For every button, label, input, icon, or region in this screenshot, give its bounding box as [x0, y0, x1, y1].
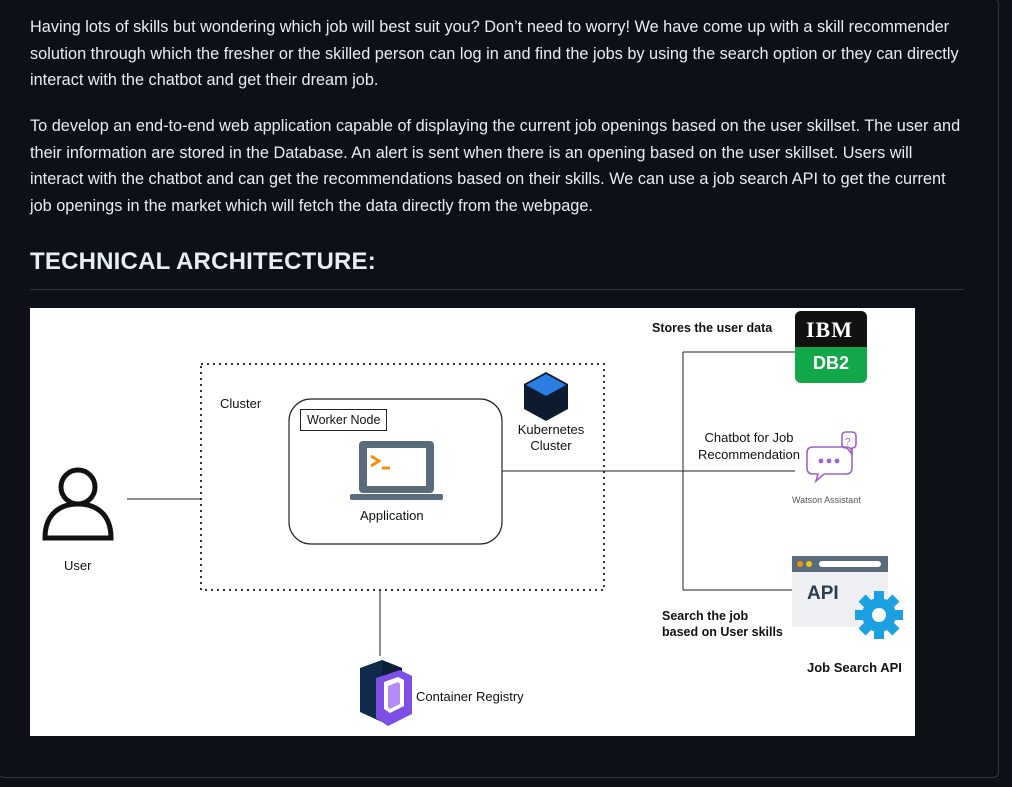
svg-text:?: ? [845, 437, 851, 448]
search-label-line-1: Search the job [662, 609, 749, 623]
architecture-diagram[interactable]: ? [30, 308, 915, 736]
chatbot-label: Chatbot for Job Recommendation [684, 429, 814, 463]
kubernetes-label-line-1: Kubernetes [517, 422, 585, 437]
stores-user-data-label: Stores the user data [652, 321, 773, 335]
job-search-api-label: Job Search API [807, 660, 902, 675]
user-label: User [64, 558, 92, 573]
db2-text: DB2 [813, 353, 850, 373]
kubernetes-cube-icon [524, 372, 568, 421]
container-registry-label: Container Registry [416, 689, 524, 704]
cluster-label: Cluster [220, 396, 262, 411]
intro-paragraph: Having lots of skills but wondering whic… [30, 18, 959, 89]
laptop-terminal-icon [350, 441, 443, 500]
worker-node-label: Worker Node [300, 409, 388, 431]
ibm-db2-logo [795, 311, 867, 383]
watson-assistant-label: Watson Assistant [792, 495, 861, 505]
user-outline-icon [42, 467, 114, 541]
kubernetes-label-line-2: Cluster [530, 438, 572, 453]
chat-bubbles-icon: ? [806, 431, 857, 484]
section-heading: TECHNICAL ARCHITECTURE: [30, 248, 376, 275]
container-registry-icon [360, 660, 412, 726]
content-frame [0, 0, 999, 778]
search-label-line-2: based on User skills [662, 625, 783, 639]
objective-paragraph: To develop an end-to-end web application… [30, 117, 961, 215]
diagram-canvas: ? [42, 311, 903, 726]
api-window-gear-icon [792, 556, 903, 639]
heading-divider [30, 289, 964, 290]
chatbot-label-line-2: Recommendation [698, 447, 800, 462]
application-label: Application [360, 508, 424, 523]
search-label: Search the job based on User skills [662, 608, 783, 640]
api-text: API [807, 583, 839, 604]
kubernetes-label: Kubernetes Cluster [504, 422, 598, 454]
cluster-boundary [200, 363, 605, 591]
chatbot-label-line-1: Chatbot for Job [704, 430, 794, 445]
ibm-logo-text: IBM [806, 317, 853, 342]
